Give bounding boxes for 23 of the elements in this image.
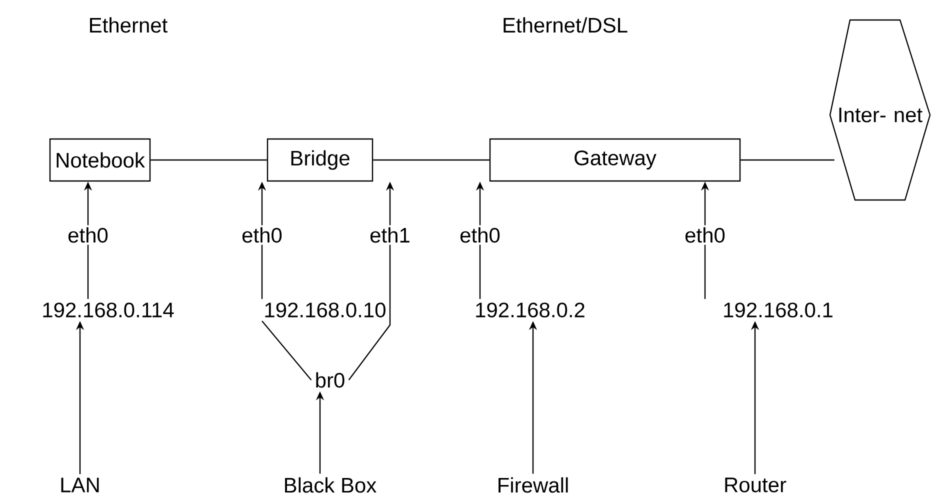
connector: [373, 159, 490, 161]
edge-label: eth0: [242, 227, 282, 243]
connector: [150, 159, 267, 161]
edge-label: eth1: [370, 227, 410, 243]
device-box: Bridge: [266, 138, 374, 182]
node-label: 192.168.0.1: [724, 302, 832, 318]
link-label: Ethernet/DSL: [504, 17, 628, 33]
link-label: Ethernet: [90, 17, 168, 33]
connector: [262, 320, 312, 380]
node-label: Router: [725, 478, 786, 492]
node-label: 192.168.0.114: [43, 302, 174, 318]
node-label: 192.168.0.10: [265, 302, 386, 318]
connector: [740, 159, 834, 161]
edge-label: eth0: [460, 227, 500, 243]
bridge-interface: br0: [316, 372, 344, 388]
node-label: Black Box: [285, 477, 376, 493]
edge-label: eth0: [68, 227, 108, 243]
node-label: Firewall: [498, 477, 568, 493]
device-box: Notebook: [49, 138, 151, 182]
node-label: LAN: [61, 478, 99, 492]
node-label: 192.168.0.2: [476, 302, 584, 318]
edge-label: eth0: [685, 227, 725, 243]
device-box: Gateway: [489, 138, 741, 182]
